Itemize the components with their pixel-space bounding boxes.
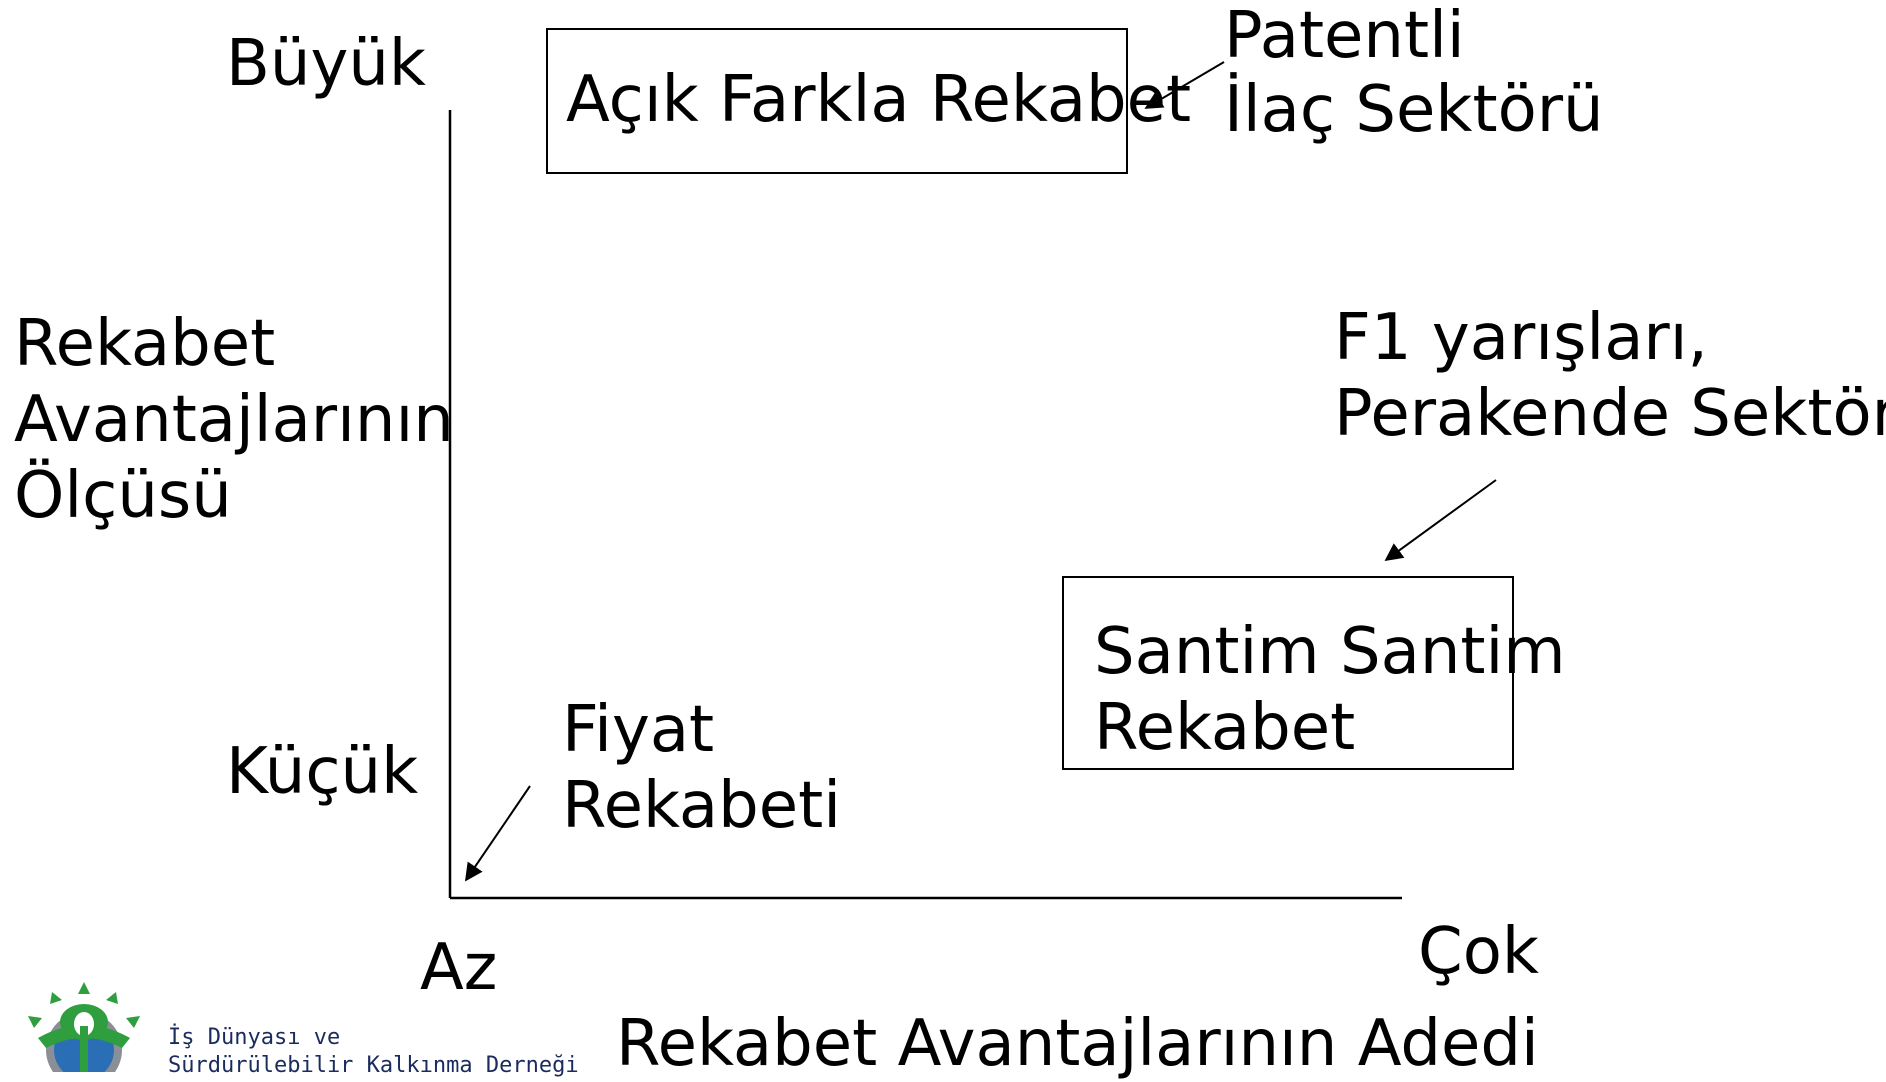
price-annotation-line: Rekabeti <box>562 769 841 843</box>
pharma-annotation-line: İlaç Sektörü <box>1224 73 1604 147</box>
x-axis-low-label: Az <box>420 931 498 1005</box>
close-competition-label-line: Santim Santim <box>1094 615 1566 689</box>
close-competition-label-line: Rekabet <box>1094 691 1356 765</box>
f1-arrow <box>1384 479 1497 562</box>
tree-logo-icon <box>28 982 140 1072</box>
open-competition-box: Açık Farkla Rekabet <box>546 28 1191 174</box>
x-axis-title: Rekabet Avantajlarının Adedi <box>616 1007 1539 1081</box>
logo-text-line: İş Dünyası ve <box>168 1025 341 1050</box>
y-axis-title-line: Ölçüsü <box>14 459 232 533</box>
close-competition-box: Santim Santim Rekabet <box>1062 576 1566 770</box>
y-axis-high-label: Büyük <box>226 27 426 101</box>
y-axis-title-line: Rekabet <box>14 307 276 381</box>
f1-annotation-line: F1 yarışları, <box>1334 301 1708 375</box>
pharma-arrow <box>1144 61 1225 109</box>
price-arrow <box>464 785 531 882</box>
y-axis-title-line: Avantajlarının <box>14 383 454 457</box>
x-axis-high-label: Çok <box>1418 915 1539 989</box>
organization-logo: İş Dünyası ve Sürdürülebilir Kalkınma De… <box>18 982 579 1078</box>
y-axis-low-label: Küçük <box>226 735 419 809</box>
pharma-annotation-line: Patentli <box>1224 0 1465 73</box>
logo-text-line: Sürdürülebilir Kalkınma Derneği <box>168 1053 579 1078</box>
open-competition-label: Açık Farkla Rekabet <box>566 63 1192 137</box>
price-annotation-line: Fiyat <box>562 693 715 767</box>
f1-annotation-line: Perakende Sektörü <box>1334 377 1886 451</box>
